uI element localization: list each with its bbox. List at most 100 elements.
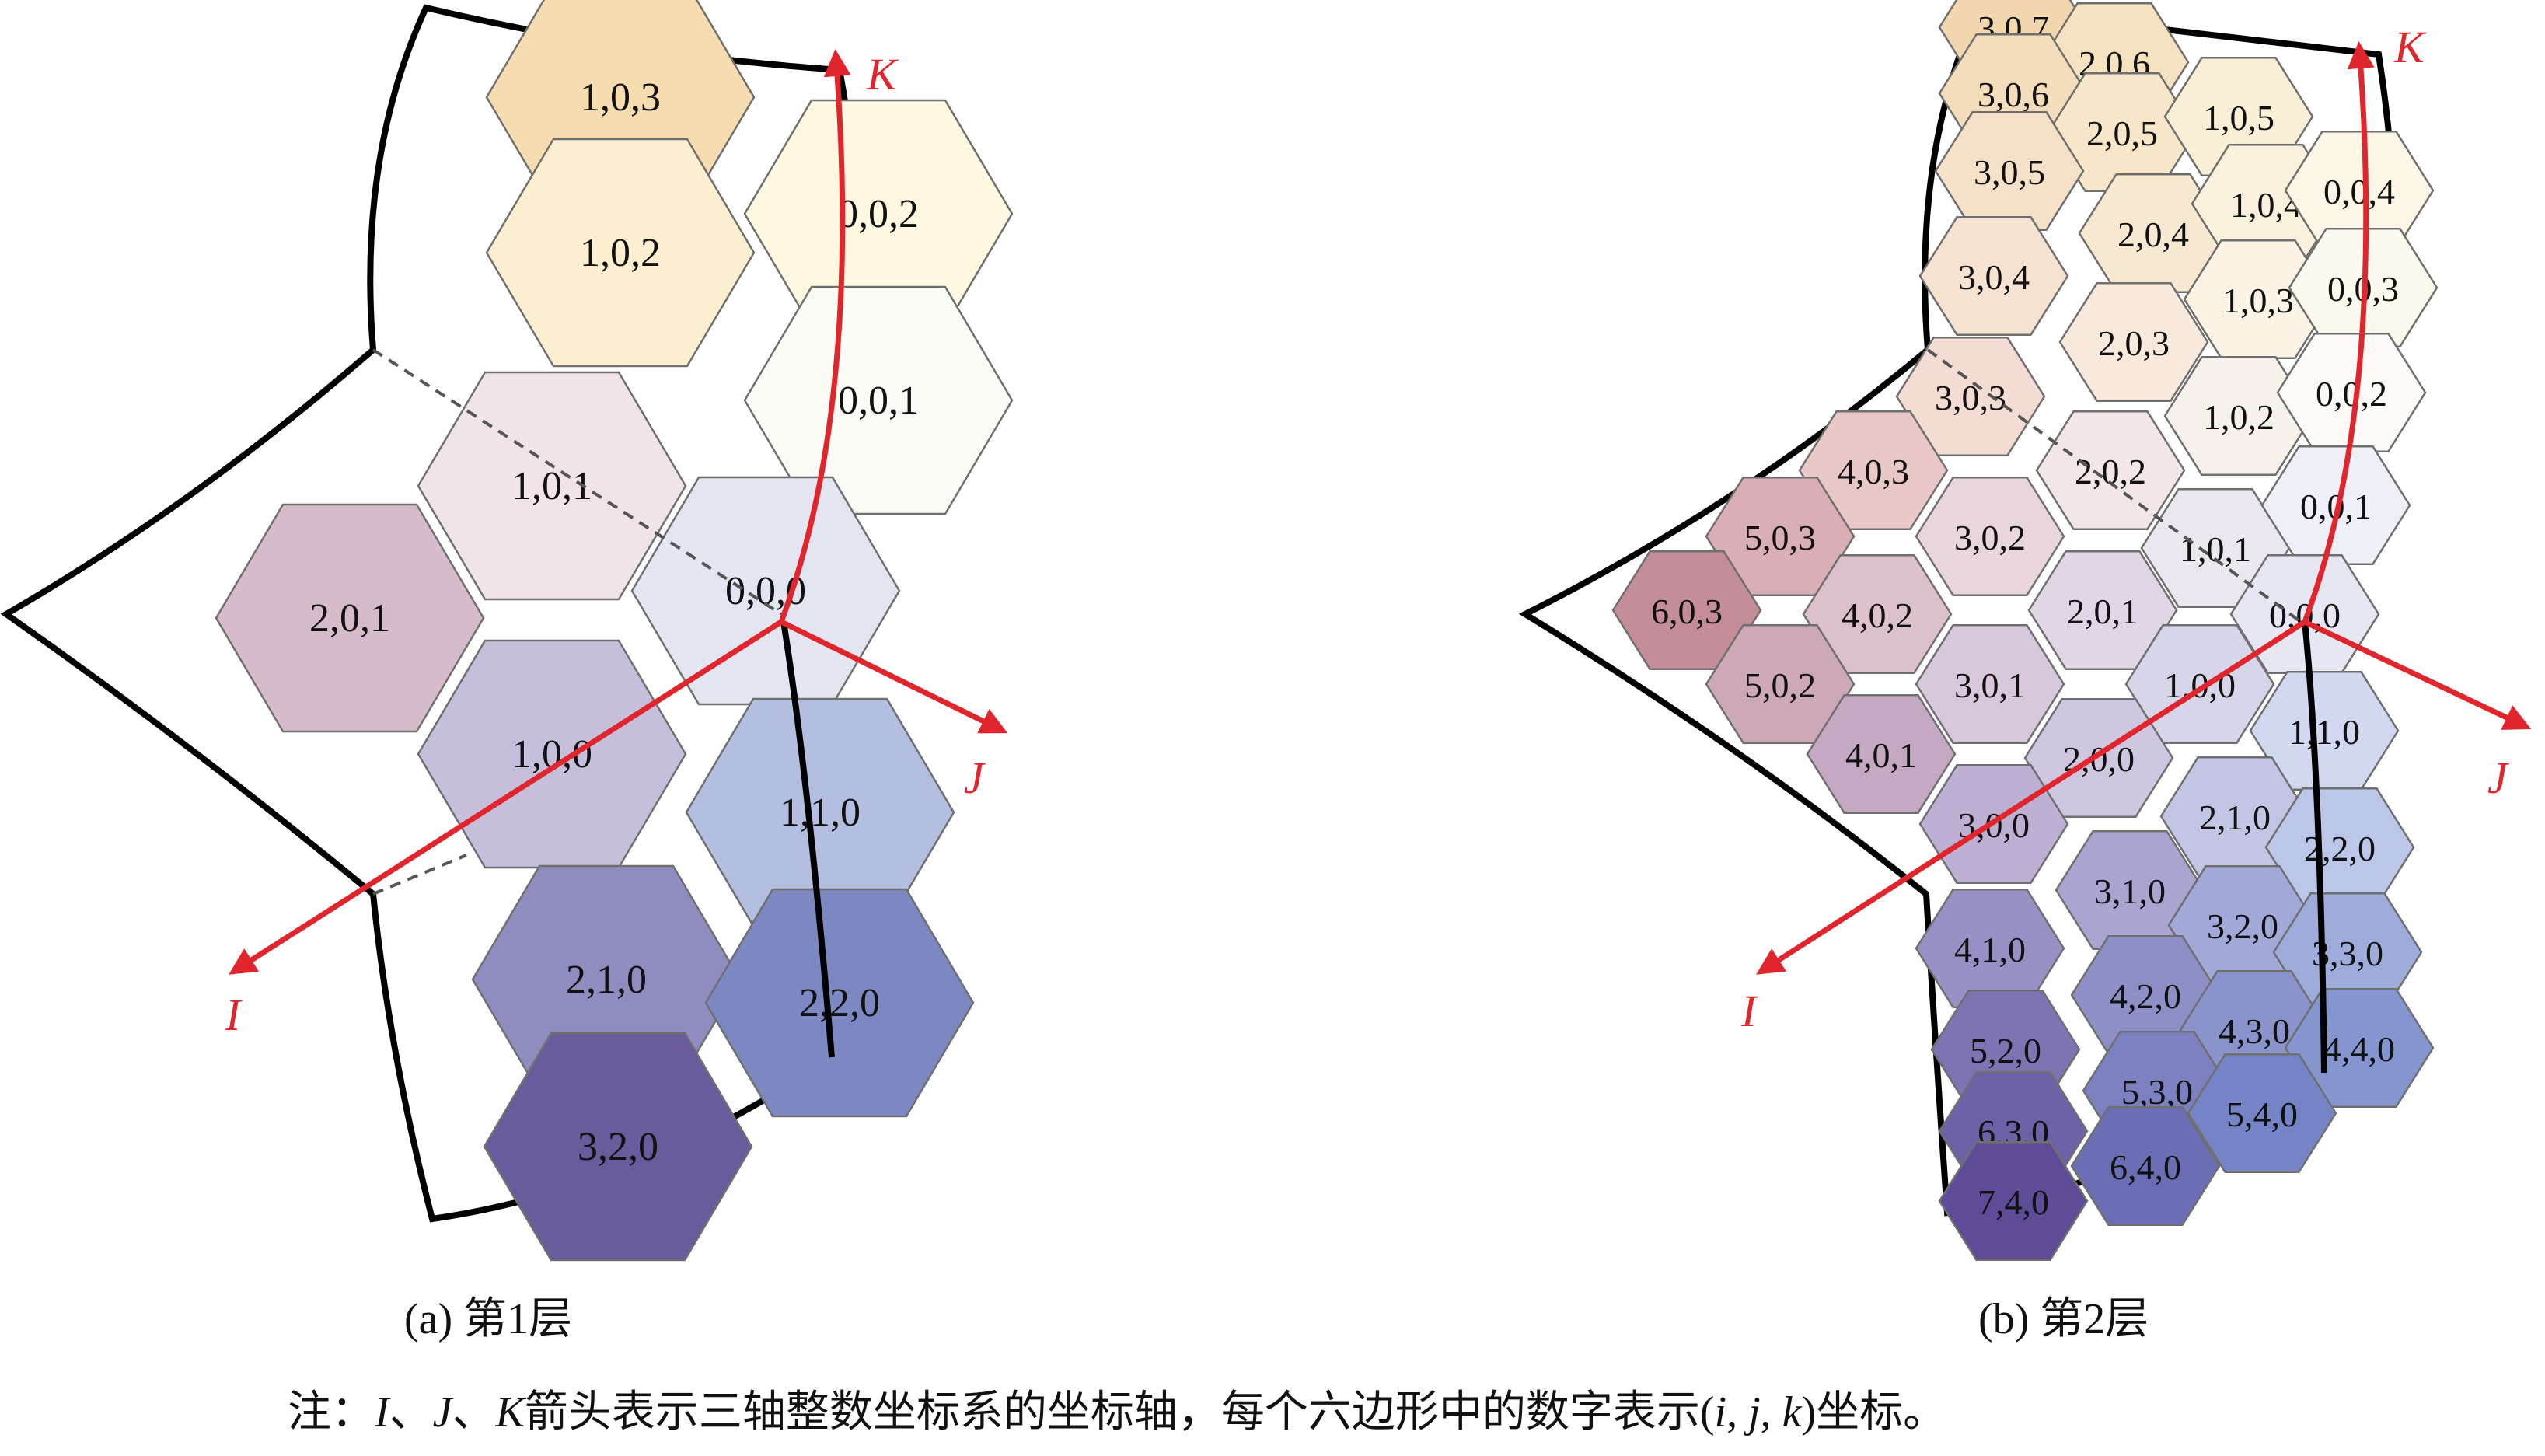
panel-b-hexagon-4-0-1 [1806, 694, 1957, 814]
panel-b-hexagon-label: 0,0,4 [2323, 172, 2395, 211]
panel-a-axis-j-label: J [964, 752, 986, 803]
panel-b-hexagon-label: 4,0,2 [1842, 595, 1913, 635]
panel-b-hexagon-label: 2,2,0 [2304, 829, 2376, 868]
panel-b-hexagon-6-4-0 [2070, 1106, 2221, 1226]
panel-b-axis-k [2302, 41, 2375, 623]
panel-b-cell-edge [2302, 621, 2327, 1074]
note-sep1: 、 [389, 1388, 433, 1437]
panel-a-cell-edge [780, 621, 835, 1058]
panel-b-hexagon-1-0-2 [2163, 356, 2314, 476]
note-axis-i: I [374, 1388, 391, 1437]
note-coord-i: i [1715, 1388, 1727, 1437]
panel-a-hexagon-label: 1,0,1 [511, 464, 592, 508]
panel-a-hexagon-label: 1,0,3 [580, 75, 661, 120]
panel-a-hexagon-2-0-1 [215, 503, 485, 733]
panel-b-hexagon-5-4-0 [2187, 1053, 2337, 1173]
panel-b-hexagon-label: 5,4,0 [2226, 1095, 2298, 1134]
panel-b-hexagon-7-4-0 [1938, 1141, 2089, 1261]
panel-b-hexagon-label: 3,0,4 [1958, 257, 2030, 297]
panel-a-hexagon-3-2-0 [483, 1032, 753, 1262]
panel-a-axis-j [780, 619, 1008, 734]
panel-b-axis-k-label: K [2393, 22, 2427, 72]
panel-a-hidden-edge [372, 348, 783, 896]
panel-a-axis-i [229, 620, 783, 975]
panel-b-hexagon-label: 0,0,2 [2316, 374, 2387, 414]
panel-b-hexagon-3-0-5 [1934, 111, 2085, 231]
panel-b-hexagon-label: 2,0,1 [2067, 592, 2138, 631]
panel-b-hexagon-label: 3,0,2 [1954, 518, 2026, 557]
panel-b-hexagon-1-0-3 [2183, 239, 2334, 359]
panel-b-hexagon-2-0-2 [2035, 410, 2186, 530]
panel-b-hexagon-label: 5,3,0 [2121, 1072, 2193, 1112]
note-body: 箭头表示三轴整数坐标系的坐标轴，每个六边形中的数字表示( [525, 1388, 1715, 1437]
panel-a-hexagon-label: 3,2,0 [578, 1125, 658, 1169]
panel-b-hexagon-label: 2,1,0 [2199, 798, 2271, 837]
panel-a-hexagon-label: 2,2,0 [799, 981, 880, 1025]
note-comma2: , [1761, 1388, 1782, 1437]
panel-b-hexagon-label: 3,0,5 [1974, 152, 2045, 192]
panel-b-hexagon-label: 2,0,3 [2098, 323, 2170, 363]
note-comma1: , [1726, 1388, 1748, 1437]
panel-b-axis-j [2303, 619, 2532, 730]
panel-b-hexagon-label: 4,3,0 [2219, 1011, 2290, 1051]
note-coord-k: k [1782, 1388, 1803, 1437]
panel-b-hexagon-label: 1,0,5 [2203, 98, 2274, 138]
panel-b-hexagon-label: 1,0,3 [2222, 281, 2294, 320]
note-prefix: 注： [288, 1388, 375, 1437]
panel-b-axis-i [1756, 620, 2306, 975]
panel-b-hexagon-label: 6,0,3 [1651, 592, 1723, 631]
panel-b-hidden-edge [1926, 348, 2302, 623]
panel-b-hexagon-label: 5,2,0 [1970, 1031, 2041, 1070]
panel-a-hexagon-2-2-0 [704, 888, 975, 1118]
panel-a-caption: (a) 第1层 [404, 1295, 572, 1343]
panel-b-hexagon-label: 5,0,2 [1744, 665, 1816, 705]
note-coord-j: j [1744, 1388, 1761, 1437]
panel-b-hexagon-label: 4,0,3 [1838, 452, 1909, 491]
panel-a-axis-i-label: I [225, 990, 243, 1040]
panel-b-hexagon-label: 6,4,0 [2110, 1147, 2181, 1187]
panel-b-hexagon-4-0-3 [1798, 410, 1949, 530]
panel-a-hexagon-1-0-1 [417, 371, 687, 601]
panel-b-hexagon-label: 3,1,0 [2094, 871, 2166, 911]
panel-a-hexagons: 1,0,31,0,20,0,20,0,11,0,12,0,10,0,01,0,0… [215, 0, 1014, 1262]
panel-b-hexagon-label: 1,0,2 [2203, 397, 2274, 437]
panel-a-hexagon-label: 1,1,0 [780, 791, 861, 835]
panel-b-hexagon-label: 5,0,3 [1744, 518, 1816, 557]
panel-b-hexagon-label: 2,0,5 [2086, 113, 2158, 153]
panel-b-hexagon-label: 1,1,0 [2288, 712, 2360, 752]
panel-b-hexagon-label: 7,4,0 [1978, 1182, 2049, 1222]
panel-a-hexagon-label: 1,0,2 [580, 231, 661, 275]
panel-b-axis-j-label: J [2487, 752, 2510, 803]
panel-b-hexagon-4-0-2 [1802, 554, 1953, 674]
panel-b-hexagon-label: 1,0,1 [2180, 529, 2251, 569]
panel-b-axis-i-label: I [1740, 986, 1758, 1036]
panel-b-hexagon-3-0-3 [1895, 337, 2046, 456]
figure-note: 注：I、J、K箭头表示三轴整数坐标系的坐标轴，每个六边形中的数字表示(i, j,… [288, 1388, 1946, 1437]
panel-a-hexagon-label: 2,1,0 [566, 958, 647, 1002]
panel-b-hexagon-0-0-2 [2276, 333, 2427, 452]
note-axis-k: K [495, 1388, 527, 1437]
panel-a-hexagon-label: 0,0,2 [838, 192, 919, 236]
panel-a-layer-1: 1,0,31,0,20,0,20,0,11,0,12,0,10,0,01,0,0… [0, 0, 1014, 1343]
panel-a-hexagon-1-0-2 [485, 138, 756, 368]
panel-a-hexagon-label: 0,0,1 [838, 379, 919, 423]
panel-a-hexagon-label: 2,0,1 [309, 596, 390, 641]
panel-b-hexagon-label: 3,2,0 [2207, 906, 2278, 946]
panel-b-caption: (b) 第2层 [1978, 1295, 2149, 1343]
panel-a-axis-k-label: K [866, 49, 899, 100]
panel-b-hexagon-label: 2,0,4 [2117, 215, 2189, 254]
panel-b-hexagon-label: 4,2,0 [2110, 976, 2181, 1016]
panel-b-hexagon-3-0-1 [1915, 624, 2065, 744]
panel-b-hexagon-label: 3,0,6 [1978, 75, 2049, 114]
panel-b-hexagon-label: 3,0,1 [1954, 665, 2026, 705]
panel-b-hexagon-label: 2,0,2 [2075, 452, 2146, 491]
panel-a-hexagon-0-0-1 [743, 285, 1014, 515]
panel-b-hexagon-label: 4,4,0 [2323, 1029, 2395, 1069]
panel-b-hexagon-label: 4,0,1 [1845, 735, 1917, 775]
note-sep2: 、 [452, 1388, 496, 1437]
panel-a-axis-k [778, 49, 851, 623]
panel-b-hexagon-2-0-3 [2058, 282, 2209, 402]
